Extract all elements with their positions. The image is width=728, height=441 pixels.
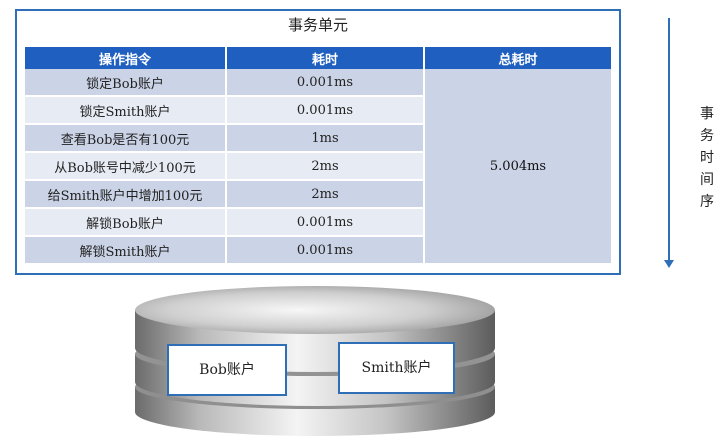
operation-cell: 给Smith账户中增加100元 (25, 181, 227, 209)
bob-account-label: Bob账户 (199, 362, 255, 378)
total-time-cell: 5.004ms (425, 69, 613, 265)
smith-account-label: Smith账户 (361, 360, 432, 376)
time-axis-line (668, 18, 670, 262)
time-cell: 2ms (227, 181, 425, 209)
header-operation: 操作指令 (25, 47, 227, 69)
smith-account-box: Smith账户 (338, 342, 455, 394)
panel-title: 事务单元 (287, 16, 348, 34)
operation-cell: 锁定Bob账户 (25, 69, 227, 97)
time-axis-arrow (664, 18, 674, 268)
time-cell: 0.001ms (227, 69, 425, 97)
table-row: 解锁Bob账户 0.001ms (25, 209, 613, 237)
bob-account-box: Bob账户 (167, 344, 287, 396)
table-header-row: 操作指令 耗时 总耗时 (25, 47, 613, 69)
table-row: 从Bob账号中减少100元 2ms (25, 153, 613, 181)
table-row: 锁定Smith账户 0.001ms (25, 97, 613, 125)
header-time: 耗时 (227, 47, 425, 69)
operations-table: 操作指令 耗时 总耗时 锁定Bob账户 0.001ms 5.004ms 锁定Sm… (25, 47, 613, 265)
header-total-time: 总耗时 (425, 47, 613, 69)
table-row: 锁定Bob账户 0.001ms 5.004ms (25, 69, 613, 265)
table-row: 查看Bob是否有100元 1ms (25, 125, 613, 153)
database-cylinder: Bob账户 Smith账户 (130, 282, 500, 437)
time-cell: 0.001ms (227, 209, 425, 237)
operation-cell: 锁定Smith账户 (25, 97, 227, 125)
time-cell: 2ms (227, 153, 425, 181)
operation-cell: 查看Bob是否有100元 (25, 125, 227, 153)
time-cell: 1ms (227, 125, 425, 153)
arrow-down-icon (664, 260, 674, 268)
operation-cell: 解锁Smith账户 (25, 237, 227, 265)
transaction-unit-panel: 事务单元 操作指令 耗时 总耗时 锁定Bob账户 0.001ms 5.004ms… (15, 9, 621, 275)
table-row: 解锁Smith账户 0.001ms (25, 237, 613, 265)
time-cell: 0.001ms (227, 237, 425, 265)
time-axis-label: 事务时间序 (700, 106, 714, 210)
table-row: 给Smith账户中增加100元 2ms (25, 181, 613, 209)
operation-cell: 解锁Bob账户 (25, 209, 227, 237)
time-cell: 0.001ms (227, 97, 425, 125)
operation-cell: 从Bob账号中减少100元 (25, 153, 227, 181)
